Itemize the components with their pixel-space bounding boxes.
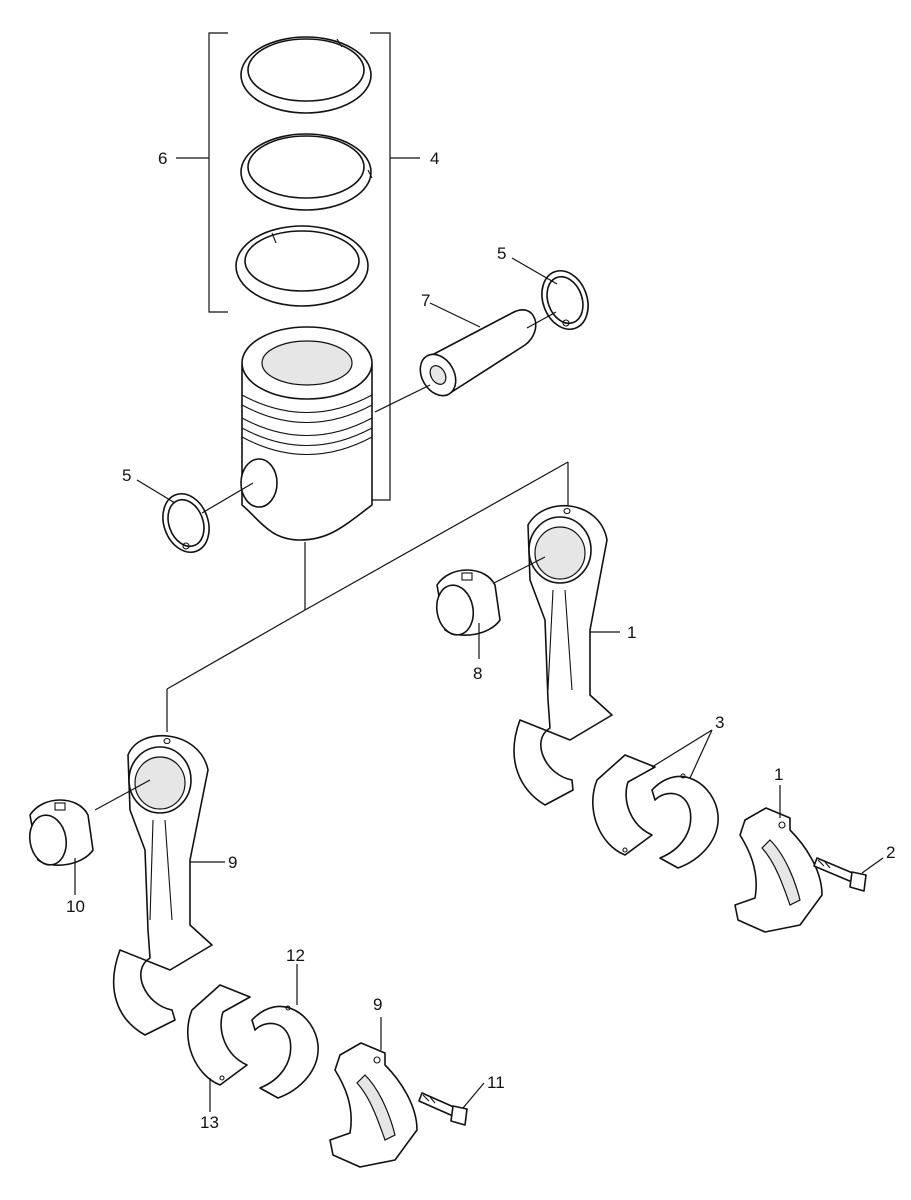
callout-12: 12	[286, 946, 305, 965]
callout-10: 10	[66, 897, 85, 916]
callout-1-rod: 1	[627, 623, 636, 642]
small-end-bushing-lower	[28, 799, 94, 866]
assembly-branch-lines	[166, 461, 569, 732]
callout-1-cap: 1	[774, 765, 783, 784]
callout-9-rod: 9	[228, 853, 237, 872]
rod-cap-upper	[734, 807, 823, 933]
callout-13: 13	[200, 1113, 219, 1132]
callout-3: 3	[715, 713, 724, 732]
cap-bolt-lower	[418, 1092, 468, 1126]
bearing-shell-lower-2	[251, 1005, 319, 1099]
leader-lines	[74, 257, 884, 1112]
small-end-bushing-upper	[435, 569, 501, 636]
piston-pin	[419, 309, 537, 397]
piston-ring-middle	[240, 133, 373, 211]
rod-cap-lower	[329, 1042, 418, 1168]
snap-ring-lower	[162, 493, 210, 553]
bearing-shell-lower-1	[187, 984, 251, 1086]
cap-bolt-upper	[813, 857, 867, 892]
callout-7: 7	[421, 291, 430, 310]
bearing-shell-upper-1	[592, 754, 656, 856]
connecting-rod-upper	[513, 504, 613, 806]
callout-11: 11	[487, 1073, 505, 1092]
ring-set-bracket	[176, 32, 228, 313]
piston	[240, 326, 373, 541]
callout-4: 4	[430, 149, 439, 168]
callout-5-upper: 5	[497, 244, 506, 263]
callout-8: 8	[473, 664, 482, 683]
callout-6: 6	[158, 149, 167, 168]
callout-5-lower: 5	[122, 466, 131, 485]
piston-ring-oil	[235, 225, 369, 307]
piston-ring-top	[240, 36, 372, 114]
callout-9-cap: 9	[373, 995, 382, 1014]
bearing-shell-upper-2	[651, 773, 719, 869]
connecting-rod-lower	[112, 734, 213, 1036]
callout-2: 2	[886, 843, 895, 862]
callout-labels: 6 4 5 7 5 1 8 3 1 2 9 10 12 9 11 13	[66, 149, 895, 1132]
snap-ring-upper	[541, 270, 589, 330]
piston-assembly-bracket	[370, 32, 420, 501]
